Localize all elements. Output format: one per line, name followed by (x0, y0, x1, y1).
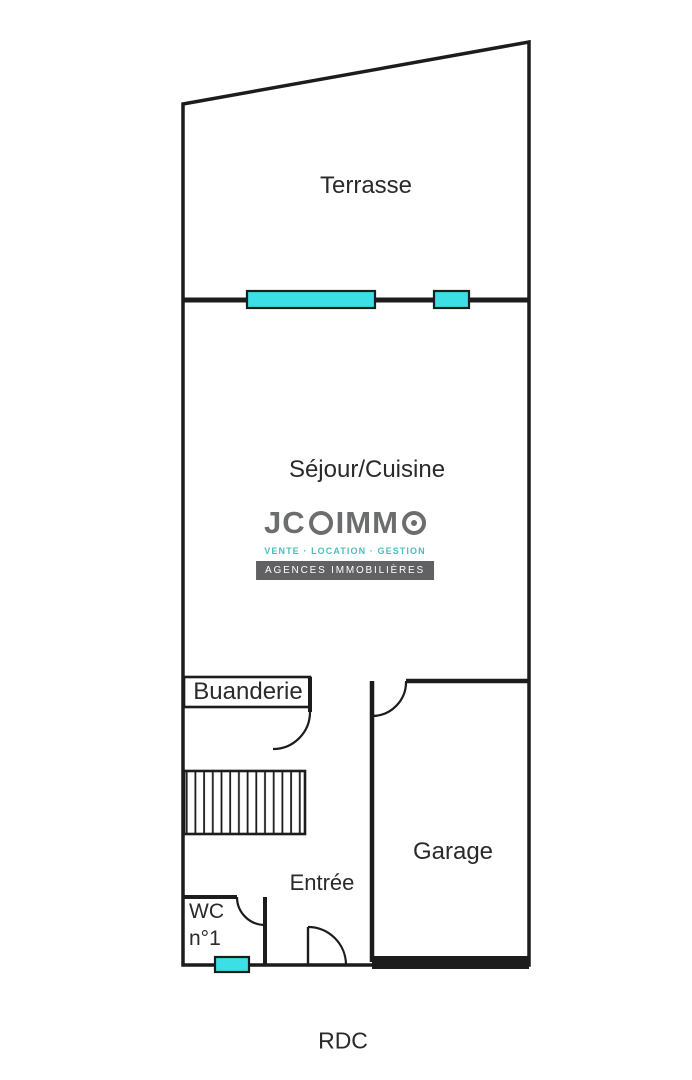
agency-tagline: VENTE · LOCATION · GESTION (264, 546, 426, 556)
window-marker-wc (213, 955, 251, 974)
logo-text-jc: JC (264, 505, 306, 540)
garage-door-arc (371, 680, 408, 718)
room-label-entree: Entrée (289, 870, 355, 895)
agency-logo: JC IMM (264, 505, 426, 541)
agency-watermark: JC IMM VENTE · LOCATION · GESTION AGENCE… (256, 505, 434, 580)
logo-text-imm: IMM (335, 505, 399, 540)
garage-door (372, 956, 529, 969)
entrance-door-arc (307, 925, 348, 966)
window-marker-small (432, 289, 471, 310)
logo-ring-g-icon (308, 511, 333, 535)
wc-line1: WC (189, 900, 224, 923)
room-label-terrasse: Terrasse (319, 172, 413, 199)
room-label-wc: WC n°1 (189, 899, 224, 953)
floor-label-rdc: RDC (318, 1027, 368, 1054)
room-label-buanderie: Buanderie (193, 678, 303, 705)
room-label-garage: Garage (412, 838, 494, 865)
room-label-sejour-cuisine: Séjour/Cuisine (288, 456, 446, 483)
wc-line2: n°1 (189, 926, 221, 950)
logo-ring-dot (410, 520, 417, 526)
wc-door-arc (235, 896, 266, 927)
staircase (182, 769, 307, 836)
logo-ring-o-icon (401, 511, 426, 535)
agency-banner: AGENCES IMMOBILIÈRES (256, 561, 434, 580)
buanderie-door-arc (272, 711, 312, 751)
window-marker-large (245, 289, 377, 310)
